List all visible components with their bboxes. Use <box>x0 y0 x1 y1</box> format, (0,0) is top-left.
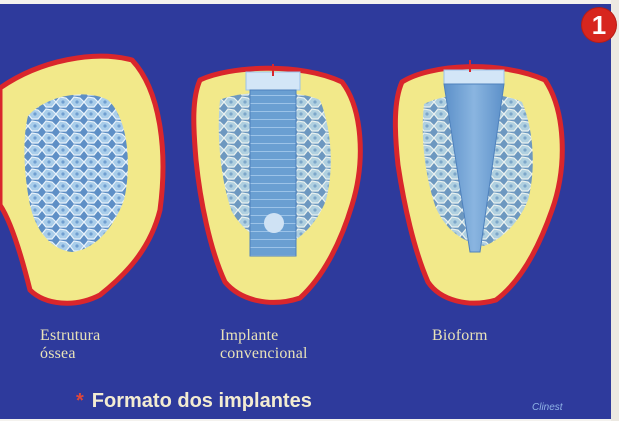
caption-asterisk: * <box>76 390 84 412</box>
figure-caption: * Formato dos implantes <box>76 390 312 413</box>
caption-text: Formato dos implantes <box>92 390 312 412</box>
label-bone-line1: Estrutura <box>40 327 100 345</box>
label-bioform: Bioform <box>432 327 488 345</box>
label-conventional-line1: Implante <box>220 327 308 345</box>
figure-number-badge: 1 <box>582 8 616 42</box>
conventional-implant-diagram <box>194 64 360 302</box>
label-bone-line2: óssea <box>40 345 100 363</box>
label-conventional-line2: convencional <box>220 345 308 363</box>
label-conventional-implant: Implante convencional <box>220 327 308 363</box>
label-bone-structure: Estrutura óssea <box>40 327 100 363</box>
credit-text: Clinest <box>532 402 563 413</box>
bone-structure-diagram <box>0 56 163 303</box>
bioform-implant-diagram <box>395 60 562 303</box>
